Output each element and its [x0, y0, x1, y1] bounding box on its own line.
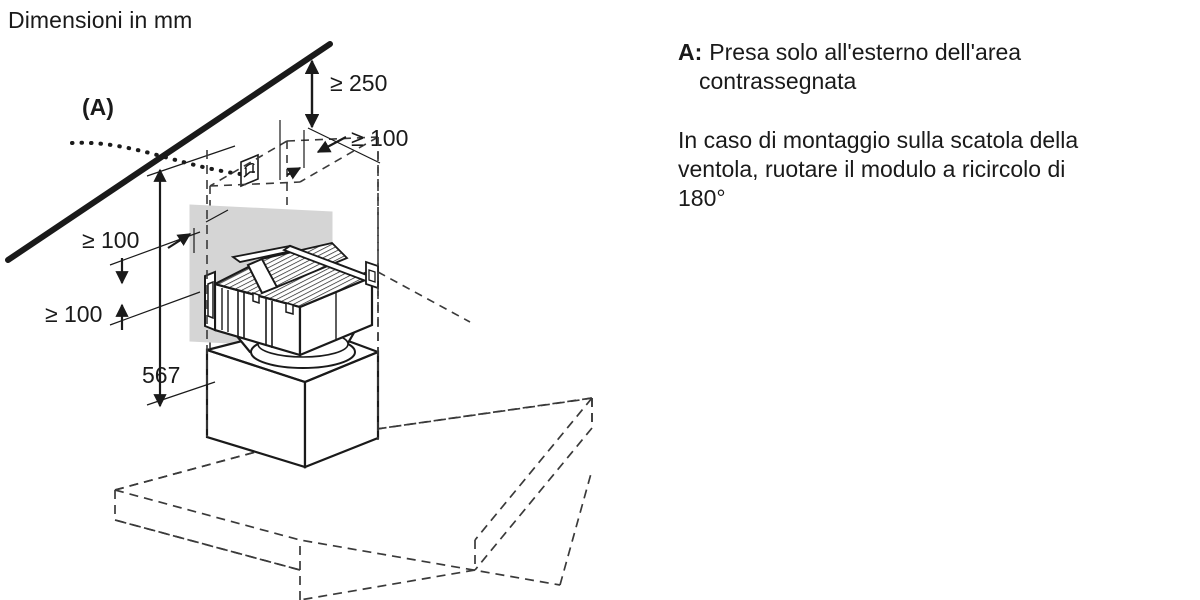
dimension-ceiling-gap — [304, 59, 381, 164]
dimension-upper-left-clearance — [167, 209, 229, 253]
dimension-right-clearance — [279, 120, 347, 180]
page-title: Dimensioni in mm — [8, 7, 193, 33]
note-b-line2: ventola, ruotare il modulo a ricircolo d… — [678, 156, 1066, 182]
notes-panel: A: Presa solo all'esterno dell'area cont… — [678, 38, 1188, 243]
dimension-label-100-right: ≥ 100 — [351, 125, 408, 151]
marker-a-label: (A) — [82, 94, 114, 120]
note-b-line1: In caso di montaggio sulla scatola della — [678, 127, 1079, 153]
fan-box — [205, 323, 380, 469]
note-a-line1: Presa solo all'esterno dell'area — [709, 39, 1022, 65]
note-a: A: Presa solo all'esterno dell'area cont… — [678, 38, 1188, 96]
dimension-label-567: 567 — [142, 362, 180, 388]
power-socket-icon — [240, 153, 259, 188]
dimension-label-100-lower-left: ≥ 100 — [45, 301, 102, 327]
note-b-line3: 180° — [678, 185, 726, 211]
note-a-line2: contrassegnata — [699, 68, 857, 94]
note-b: In caso di montaggio sulla scatola della… — [678, 126, 1188, 213]
reference-lines — [206, 137, 379, 440]
dimension-height-567 — [146, 145, 236, 408]
marker-a-leader — [70, 140, 242, 176]
ceiling-line — [5, 41, 333, 263]
note-a-key: A: — [678, 39, 703, 65]
dimension-label-250: ≥ 250 — [330, 70, 387, 96]
dimension-label-100-upper-left: ≥ 100 — [82, 227, 139, 253]
